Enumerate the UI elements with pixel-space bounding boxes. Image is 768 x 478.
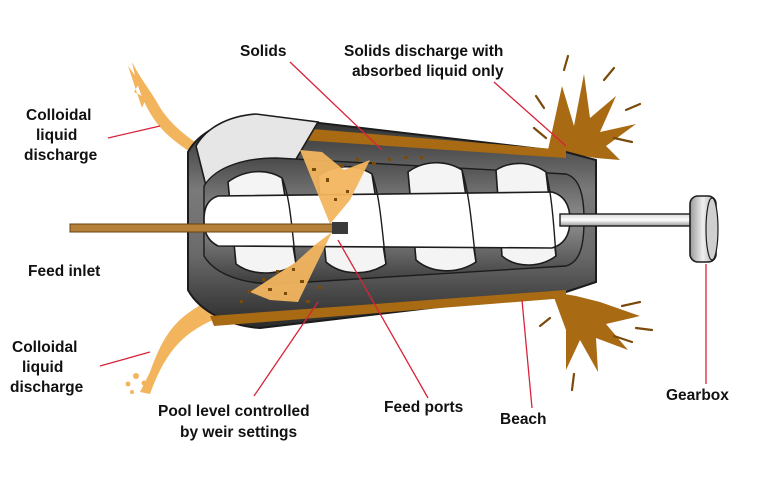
solids-burst-top [548, 74, 636, 160]
label-colloidal-bottom-line1: Colloidal [12, 339, 77, 356]
screw-hub [203, 191, 571, 249]
label-feed-ports: Feed ports [384, 399, 463, 416]
leader-colloidal-top [107, 125, 161, 139]
leader-feed-ports [337, 239, 429, 399]
bowl-bottom-solids-band [210, 290, 566, 326]
label-colloidal-bottom-line2: liquid [22, 359, 63, 376]
feed-spray-upper [300, 150, 370, 224]
leader-solids [289, 61, 383, 151]
label-pool-level-line2: by weir settings [180, 424, 297, 441]
gearbox-face [705, 197, 719, 261]
output-shaft [559, 213, 695, 227]
label-solids-discharge-line1: Solids discharge with [344, 43, 503, 60]
label-colloidal-top-line3: discharge [24, 147, 98, 164]
label-beach: Beach [500, 411, 547, 428]
colloidal-splash-top [128, 66, 146, 108]
leader-lines [99, 61, 707, 409]
label-colloidal-bottom-line3: discharge [10, 379, 84, 396]
leader-colloidal-bottom [99, 351, 151, 367]
solids-burst-lines [532, 54, 654, 392]
label-gearbox: Gearbox [666, 387, 729, 404]
label-pool-level-line1: Pool level controlled [158, 403, 310, 420]
feed-spray-lower [250, 232, 332, 302]
solids-burst-bottom [552, 292, 640, 372]
leader-solids-discharge [493, 81, 567, 147]
colloidal-droplets-bottom [125, 373, 147, 394]
solids-particles [240, 156, 423, 303]
label-feed-inlet: Feed inlet [28, 263, 100, 280]
label-solids-discharge-line2: absorbed liquid only [352, 63, 504, 80]
label-solids: Solids [240, 43, 287, 60]
feed-inlet-pipe [69, 223, 347, 233]
leader-pool-level [253, 301, 319, 397]
label-colloidal-top-line2: liquid [36, 127, 77, 144]
screw-flight-edges [281, 169, 557, 265]
label-colloidal-top-line1: Colloidal [26, 107, 91, 124]
leader-beach [521, 299, 533, 409]
feed-inlet-pipe-tip [332, 222, 348, 234]
